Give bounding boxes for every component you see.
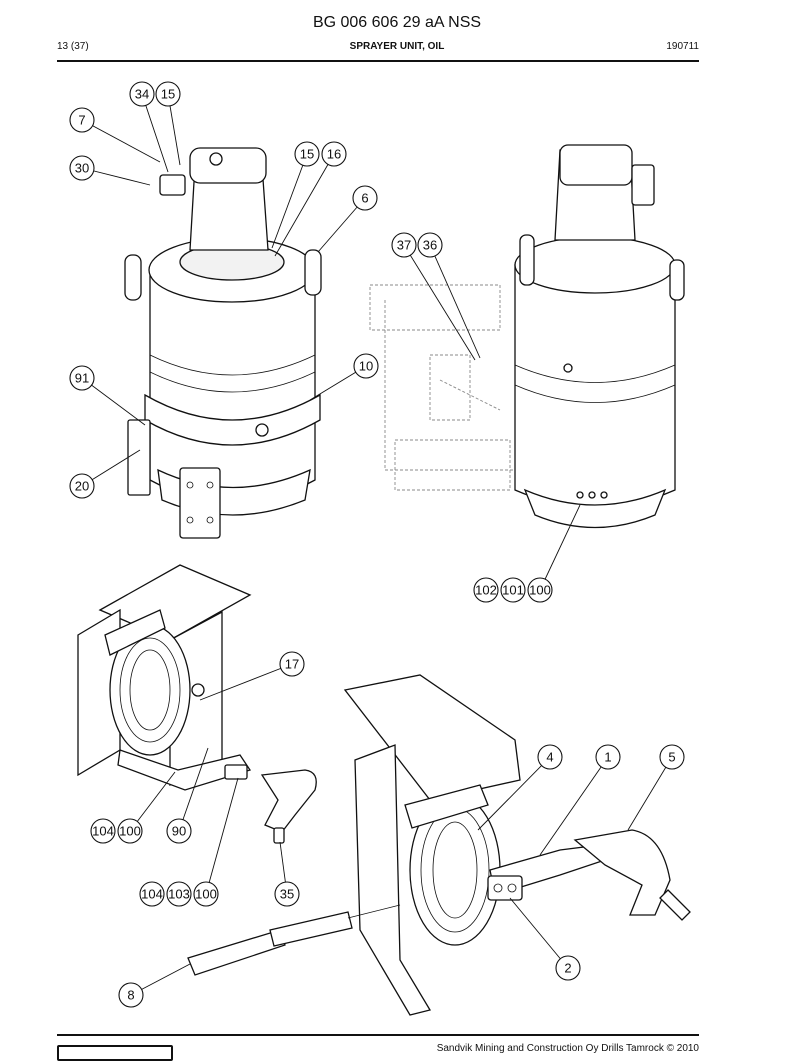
callout-8: 8 — [118, 982, 144, 1008]
callout-label: 100 — [119, 824, 141, 839]
callout-5: 5 — [659, 744, 685, 770]
callout-label: 91 — [75, 371, 89, 386]
callout-label: 6 — [361, 191, 368, 206]
callout-30: 30 — [69, 155, 95, 181]
document-number: BG 006 606 29 aA NSS — [312, 14, 482, 31]
callout-label: 10 — [359, 359, 373, 374]
callout-label: 104 — [141, 887, 163, 902]
hose-reel-right — [187, 674, 691, 1016]
callout-101: 101 — [500, 577, 526, 603]
callout-label: 100 — [529, 583, 551, 598]
footer-rule — [57, 1034, 699, 1036]
callout-1: 1 — [595, 744, 621, 770]
footer-copyright: Sandvik Mining and Construction Oy Drill… — [436, 1043, 699, 1054]
callout-label: 35 — [280, 887, 294, 902]
callout-15: 15 — [294, 141, 320, 167]
callout-100: 100 — [117, 818, 143, 844]
callout-2: 2 — [555, 955, 581, 981]
callout-7: 7 — [69, 107, 95, 133]
callout-100: 100 — [527, 577, 553, 603]
callout-label: 2 — [564, 961, 571, 976]
callout-label: 104 — [92, 824, 114, 839]
callout-17: 17 — [279, 651, 305, 677]
callout-104: 104 — [139, 881, 165, 907]
callout-label: 30 — [75, 161, 89, 176]
callout-10: 10 — [353, 353, 379, 379]
callout-104: 104 — [90, 818, 116, 844]
callout-6: 6 — [352, 185, 378, 211]
callout-35: 35 — [274, 881, 300, 907]
callout-label: 8 — [127, 988, 134, 1003]
callout-15: 15 — [155, 81, 181, 107]
callout-36: 36 — [417, 232, 443, 258]
callout-label: 15 — [161, 87, 175, 102]
callout-label: 102 — [475, 583, 497, 598]
callout-label: 100 — [195, 887, 217, 902]
callout-20: 20 — [69, 473, 95, 499]
callout-label: 101 — [502, 583, 524, 598]
callout-label: 15 — [300, 147, 314, 162]
header-rule — [57, 60, 699, 62]
callout-label: 37 — [397, 238, 411, 253]
sandvik-logo — [57, 1045, 173, 1061]
hose-reel-left — [77, 564, 317, 844]
callout-90: 90 — [166, 818, 192, 844]
callout-label: 90 — [172, 824, 186, 839]
callout-label: 20 — [75, 479, 89, 494]
date-code: 190711 — [666, 41, 699, 52]
callout-37: 37 — [391, 232, 417, 258]
callout-100: 100 — [193, 881, 219, 907]
callout-4: 4 — [537, 744, 563, 770]
callout-label: 4 — [546, 750, 553, 765]
sprayer-tank-front-view — [124, 147, 322, 539]
callout-34: 34 — [129, 81, 155, 107]
sprayer-tank-rear-view — [369, 144, 685, 529]
callout-label: 36 — [423, 238, 437, 253]
callout-102: 102 — [473, 577, 499, 603]
callout-label: 7 — [78, 113, 85, 128]
callout-label: 1 — [604, 750, 611, 765]
callout-91: 91 — [69, 365, 95, 391]
callout-label: 34 — [135, 87, 149, 102]
callout-16: 16 — [321, 141, 347, 167]
section-title: SPRAYER UNIT, OIL — [349, 41, 445, 52]
callout-label: 17 — [285, 657, 299, 672]
callout-103: 103 — [166, 881, 192, 907]
callout-label: 16 — [327, 147, 341, 162]
page-number: 13 (37) — [57, 41, 89, 52]
callout-label: 5 — [668, 750, 675, 765]
callout-label: 103 — [168, 887, 190, 902]
